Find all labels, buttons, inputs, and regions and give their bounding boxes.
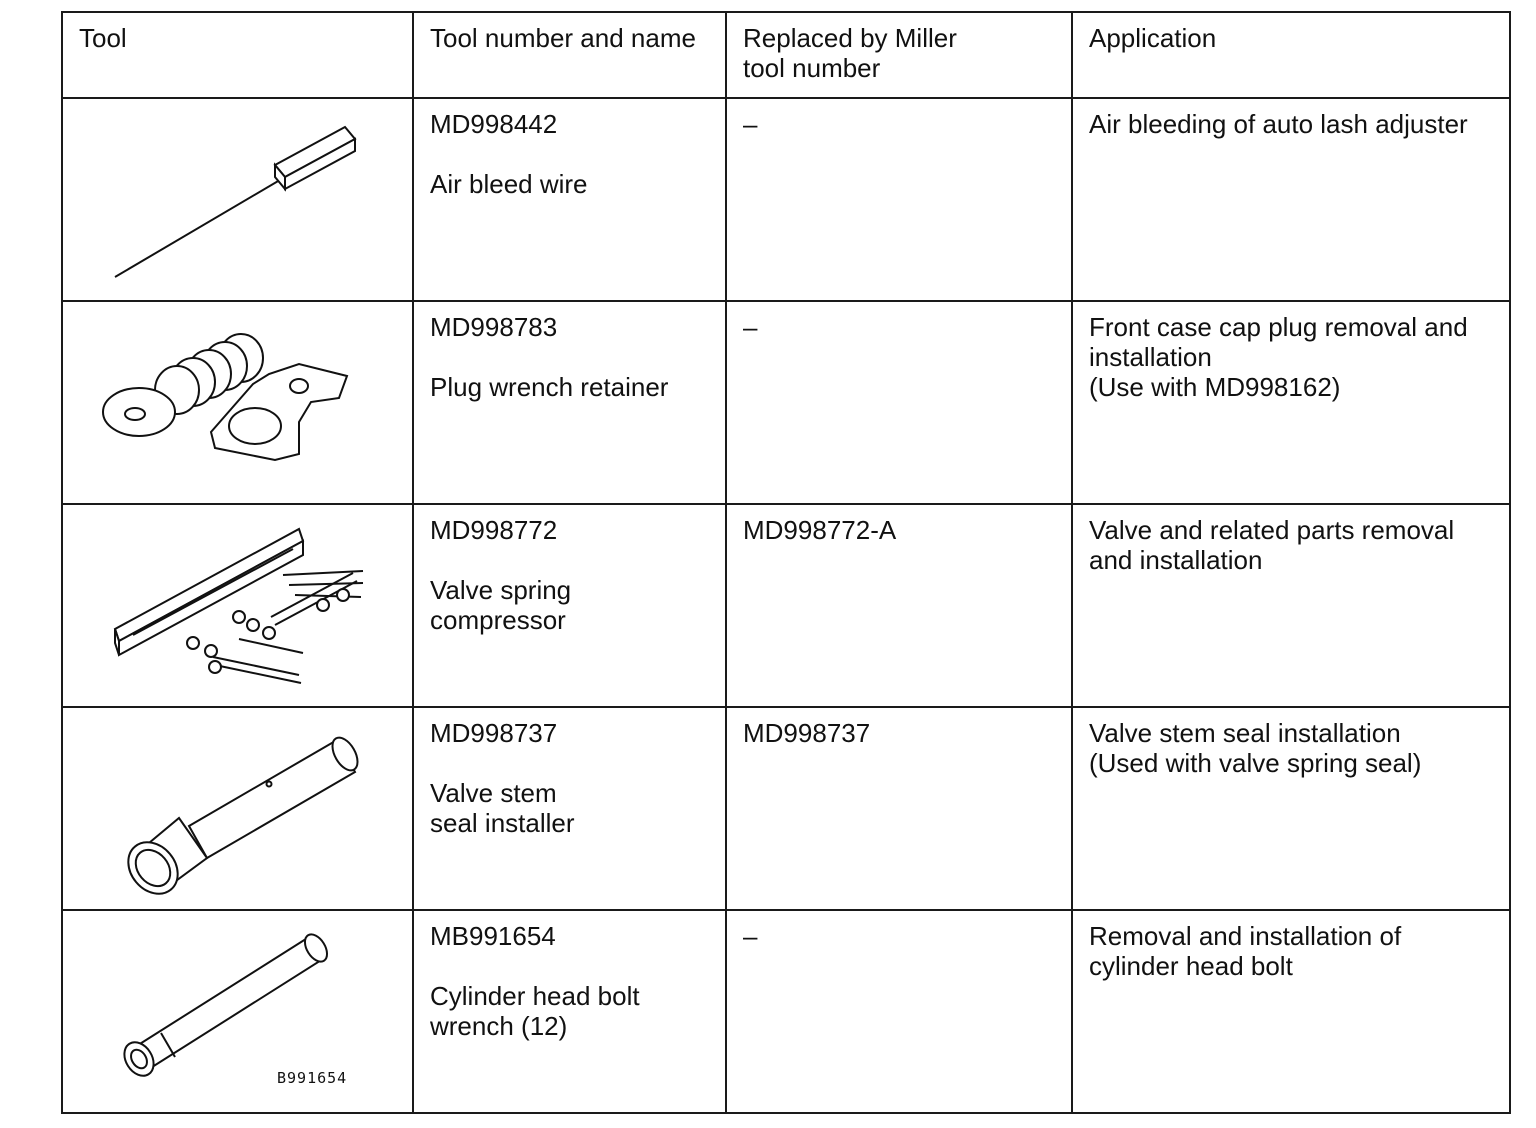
header-application: Application [1071, 11, 1511, 99]
header-tool: Tool [61, 11, 414, 99]
tool-number: MD998442 [430, 109, 558, 139]
tool-number: MB991654 [430, 921, 556, 951]
valve-spring-compressor-icon [113, 527, 364, 684]
tool-name: Valve spring compressor [430, 575, 572, 635]
tool-name: Air bleed wire [430, 169, 588, 199]
application-text: Removal and installation of cylinder hea… [1089, 921, 1402, 981]
application-cell: Removal and installation of cylinder hea… [1071, 909, 1511, 1114]
replaced-by-value: – [743, 921, 758, 951]
header-row: Tool Tool number and name Replaced by Mi… [61, 11, 1511, 99]
tool-image-cell [61, 706, 414, 911]
application-cell: Valve stem seal installation (Used with … [1071, 706, 1511, 911]
replaced-by-cell: – [725, 97, 1073, 302]
application-text: Air bleeding of auto lash adjuster [1089, 109, 1468, 139]
plug-wrench-retainer-icon [102, 333, 349, 462]
tool-number: MD998772 [430, 515, 558, 545]
cylinder-head-bolt-wrench-icon [123, 933, 329, 1077]
application-text: Front case cap plug removal and installa… [1089, 312, 1468, 402]
illustration-code: B991654 [277, 1069, 348, 1087]
replaced-by-cell: – [725, 300, 1073, 505]
tool-number: MD998737 [430, 718, 558, 748]
replaced-by-value: – [743, 109, 758, 139]
application-cell: Valve and related parts removal and inst… [1071, 503, 1511, 708]
tool-number: MD998783 [430, 312, 558, 342]
tool-name: Cylinder head bolt wrench (12) [430, 981, 640, 1041]
replaced-by-value: MD998772-A [743, 515, 897, 545]
replaced-by-cell: MD998772-A [725, 503, 1073, 708]
special-tools-table: Tool Tool number and name Replaced by Mi… [61, 11, 1511, 1114]
tool-image-cell [61, 97, 414, 302]
tool-image-cell [61, 300, 414, 505]
application-text: Valve stem seal installation (Used with … [1089, 718, 1422, 778]
replaced-by-value: MD998737 [743, 718, 871, 748]
replaced-by-value: – [743, 312, 758, 342]
application-text: Valve and related parts removal and inst… [1089, 515, 1455, 575]
application-cell: Front case cap plug removal and installa… [1071, 300, 1511, 505]
tool-name: Plug wrench retainer [430, 372, 669, 402]
replaced-by-cell: – [725, 909, 1073, 1114]
air-bleed-wire-icon [114, 125, 357, 278]
header-replaced-by: Replaced by Miller tool number [725, 11, 1073, 99]
header-tool-number-name: Tool number and name [412, 11, 727, 99]
tool-name: Valve stem seal installer [430, 778, 575, 838]
tool-image-cell [61, 503, 414, 708]
tool-image-cell: B991654 [61, 909, 414, 1114]
replaced-by-cell: MD998737 [725, 706, 1073, 911]
application-cell: Air bleeding of auto lash adjuster [1071, 97, 1511, 302]
valve-stem-seal-installer-icon [127, 736, 359, 895]
